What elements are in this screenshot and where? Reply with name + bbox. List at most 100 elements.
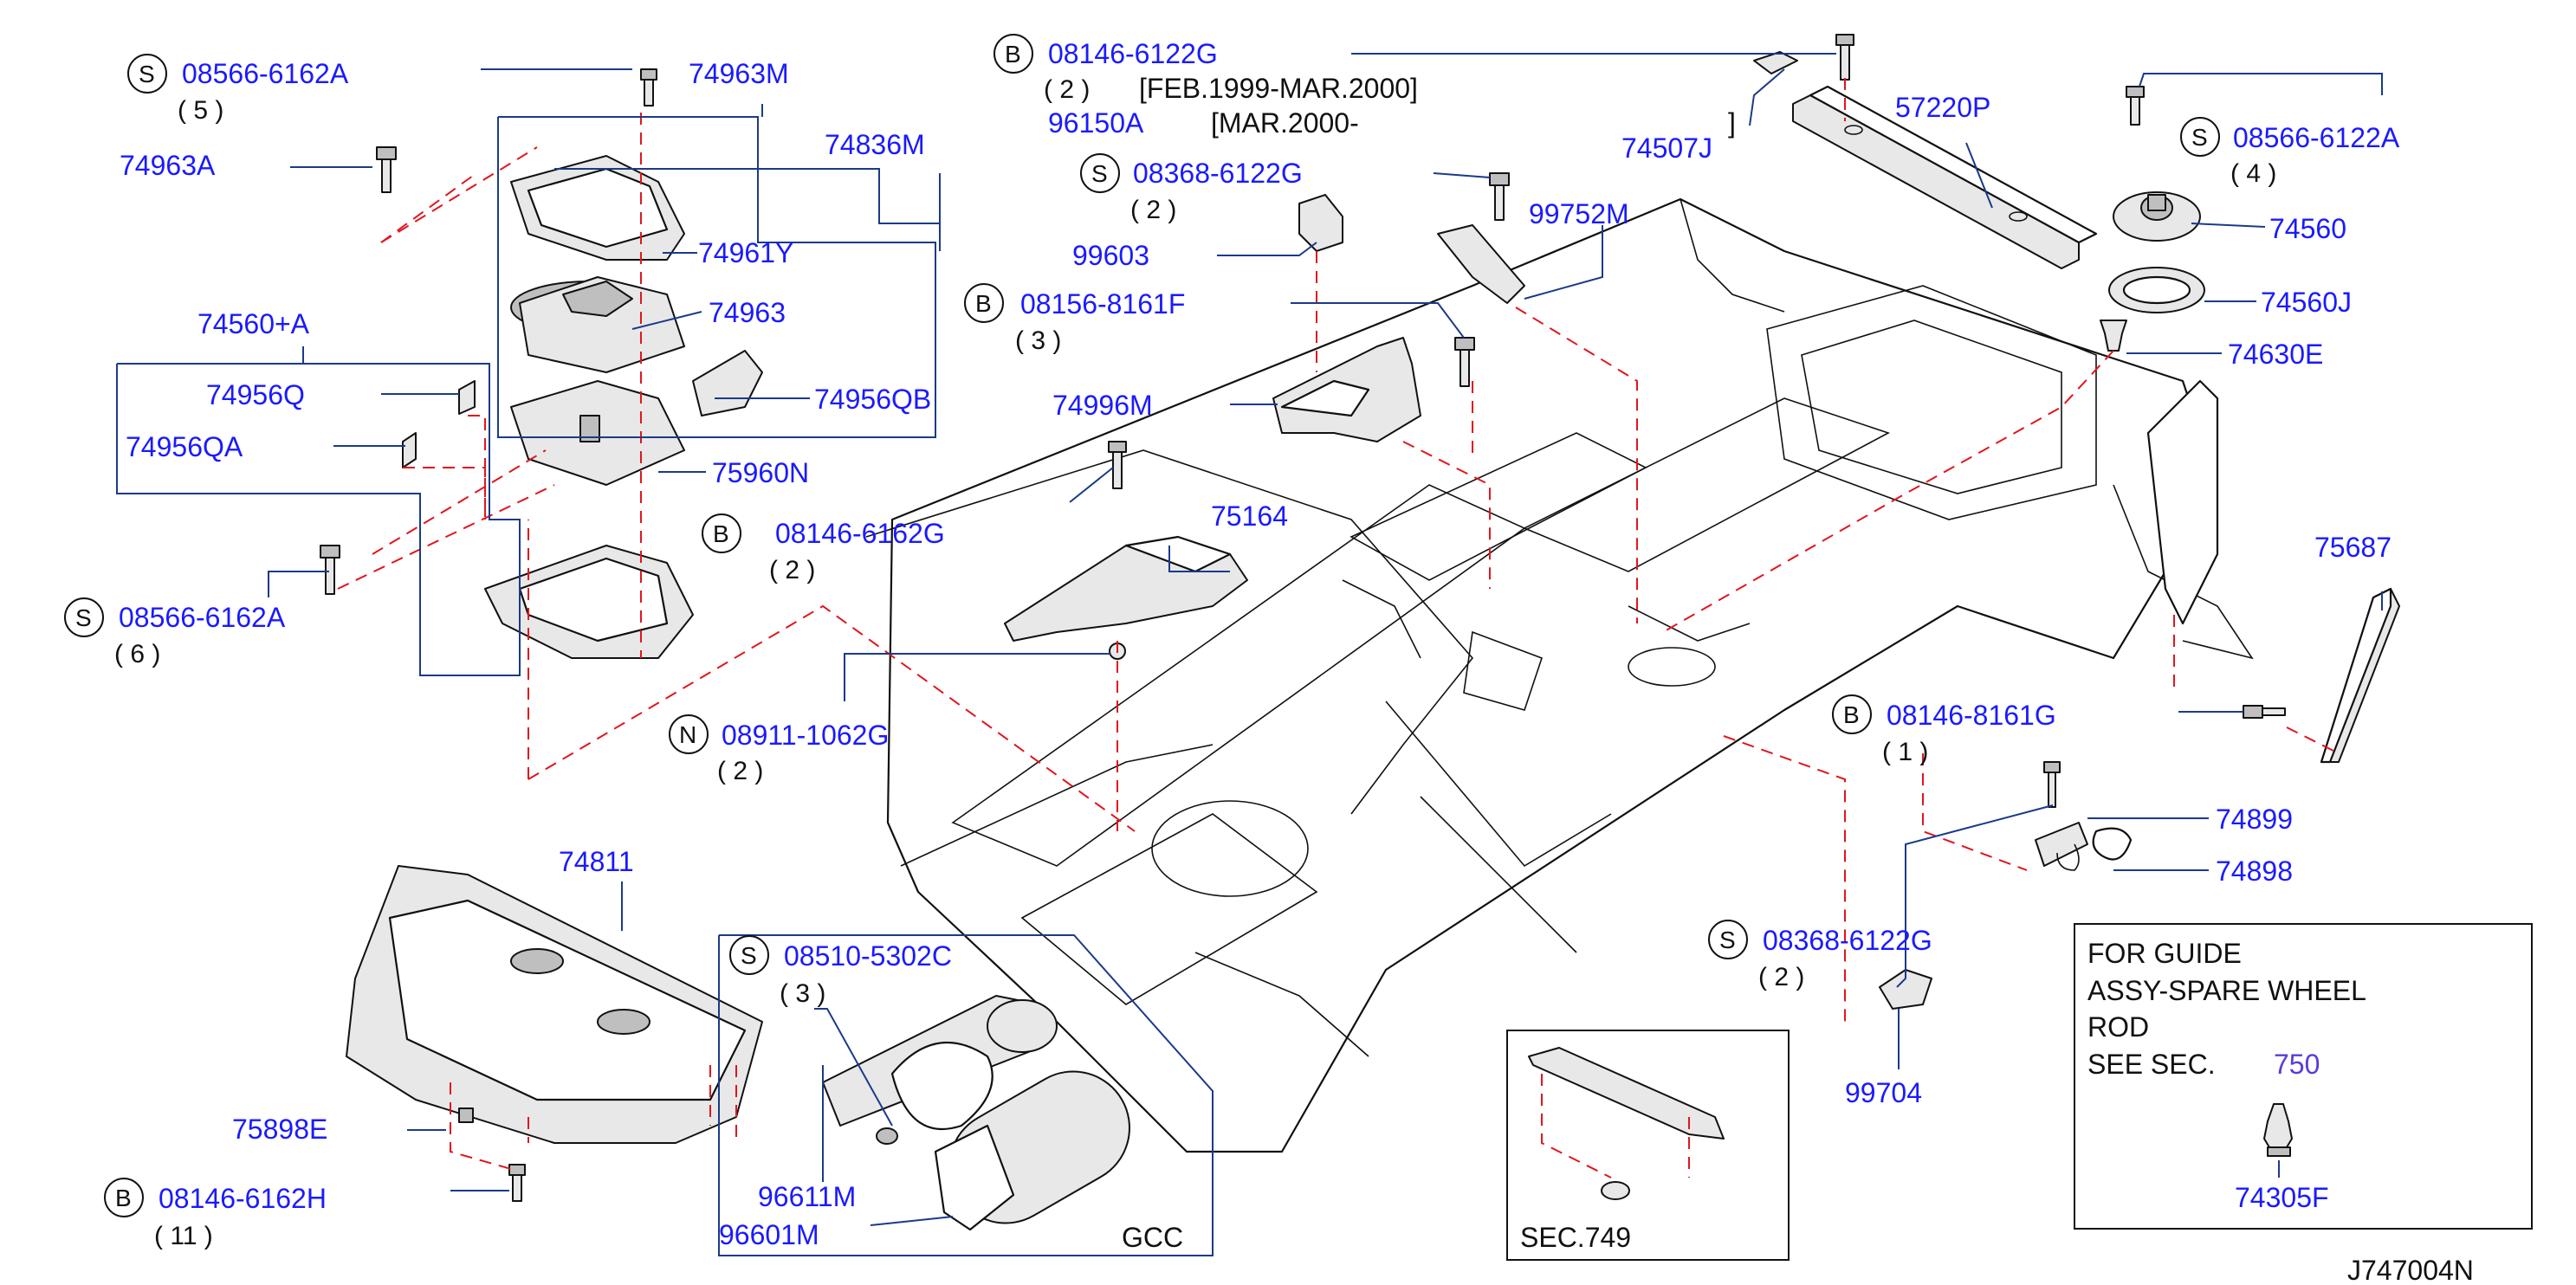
part-08911-1062g[interactable]: 08911-1062G — [722, 720, 889, 751]
part-08156-8161f[interactable]: 08156-8161F — [1020, 288, 1185, 320]
part-75687[interactable]: 75687 — [2314, 532, 2392, 563]
part-74630e-illustration — [2100, 320, 2127, 352]
part-08146-8161g[interactable]: 08146-8161G — [1887, 700, 2056, 731]
prefix-s-6: S — [741, 942, 757, 969]
part-74899-illustration — [2035, 822, 2088, 871]
prefix-b-1: B — [713, 520, 729, 547]
part-74956qb[interactable]: 74956QB — [814, 384, 931, 415]
prefix-b-4: B — [1843, 701, 1860, 728]
guide-box — [2074, 923, 2533, 1230]
prefix-s-2: S — [75, 604, 92, 631]
part-75960n[interactable]: 75960N — [712, 457, 809, 488]
prefix-n-1: N — [679, 721, 696, 748]
part-99704[interactable]: 99704 — [1845, 1077, 1922, 1108]
part-08368-6122g-top[interactable]: 08368-6122G — [1133, 158, 1303, 189]
sec-749-inset — [1506, 1030, 1790, 1261]
part-74811[interactable]: 74811 — [559, 846, 634, 877]
bolt-08566-6122a-illustration — [2126, 86, 2145, 126]
part-74898[interactable]: 74898 — [2216, 856, 2293, 887]
part-57220p[interactable]: 57220P — [1895, 92, 1990, 123]
part-99752m-illustration — [1437, 172, 1525, 304]
prefix-s-5: S — [1719, 927, 1736, 953]
prefix-circles — [64, 34, 2220, 1217]
part-74956qa[interactable]: 74956QA — [126, 431, 243, 462]
guide-line-4-prefix: SEE SEC. — [2087, 1049, 2216, 1080]
qty-08146-8161g: ( 1 ) — [1882, 738, 1928, 766]
part-74836m[interactable]: 74836M — [825, 129, 925, 160]
part-74963a[interactable]: 74963A — [120, 150, 216, 181]
qty-08146-6162g: ( 2 ) — [769, 556, 815, 584]
part-74961y[interactable]: 74961Y — [698, 237, 793, 268]
part-08146-6162g[interactable]: 08146-6162G — [775, 518, 945, 549]
part-96150a[interactable]: 96150A — [1048, 107, 1144, 139]
qty-08510-5302c: ( 3 ) — [780, 979, 825, 1008]
part-74811-illustration — [346, 865, 763, 1202]
part-08368-6122g-bot[interactable]: 08368-6122G — [1763, 925, 1932, 956]
part-08146-6122g[interactable]: 08146-6122G — [1048, 38, 1218, 69]
qty-08566-6162a-top: ( 5 ) — [178, 96, 223, 125]
part-74899[interactable]: 74899 — [2216, 804, 2293, 835]
guide-line-2: ASSY-SPARE WHEEL — [2087, 975, 2366, 1006]
prefix-s-1: S — [139, 61, 155, 87]
part-74963m[interactable]: 74963M — [689, 58, 789, 89]
gcc-inset — [718, 934, 1214, 1256]
part-74996m-illustration — [1272, 337, 1475, 442]
qty-08566-6162a-bot: ( 6 ) — [114, 640, 160, 668]
part-99752m[interactable]: 99752M — [1529, 198, 1629, 229]
part-08566-6162a-bot[interactable]: 08566-6162A — [119, 602, 286, 633]
part-74560-illustration — [2113, 191, 2201, 242]
part-74507j-illustration — [1753, 34, 1854, 81]
part-74305f[interactable]: 74305F — [2235, 1182, 2329, 1213]
part-99603[interactable]: 99603 — [1072, 240, 1149, 271]
part-57220p-illustration — [1792, 85, 2098, 269]
guide-line-1: FOR GUIDE — [2087, 938, 2242, 969]
part-74898-illustration — [2092, 827, 2133, 861]
part-74963[interactable]: 74963 — [709, 297, 786, 328]
note-mar2000: [MAR.2000- — [1211, 107, 1359, 139]
prefix-b-5: B — [115, 1185, 132, 1211]
dashed-guide-lines — [337, 78, 2340, 1178]
guide-sec-750-link[interactable]: 750 — [2274, 1049, 2320, 1080]
part-96611m[interactable]: 96611M — [758, 1181, 856, 1212]
qty-08911-1062g: ( 2 ) — [717, 757, 763, 785]
part-74963m-group-illustration — [320, 68, 763, 659]
guide-line-3: ROD — [2087, 1011, 2149, 1043]
callout-labels: S 08566-6162A ( 5 ) 74963M 74963A 74836M… — [75, 38, 2400, 1253]
part-08566-6162a-top[interactable]: 08566-6162A — [182, 58, 349, 89]
part-74630e[interactable]: 74630E — [2228, 339, 2323, 370]
qty-08368-6122g-bot: ( 2 ) — [1758, 963, 1804, 991]
part-74956q[interactable]: 74956Q — [206, 379, 305, 410]
part-75687-illustration — [2243, 587, 2400, 764]
gcc-label: GCC — [1122, 1222, 1183, 1253]
diagram-id: J747004N — [2347, 1255, 2474, 1285]
note-bracket-close: ] — [1728, 107, 1736, 139]
part-74560a[interactable]: 74560+A — [197, 308, 310, 339]
part-74560j-illustration — [2108, 267, 2205, 313]
part-74560j[interactable]: 74560J — [2261, 287, 2352, 318]
prefix-s-4: S — [2191, 124, 2208, 151]
leader-lines — [116, 53, 2383, 1226]
prefix-s-3: S — [1091, 160, 1108, 187]
note-feb1999-mar2000: [FEB.1999-MAR.2000] — [1139, 73, 1418, 104]
qty-08156-8161f: ( 3 ) — [1015, 326, 1061, 355]
part-74507j[interactable]: 74507J — [1621, 132, 1712, 164]
guide-box-text: FOR GUIDE ASSY-SPARE WHEEL ROD SEE SEC. … — [2087, 938, 2366, 1213]
part-99603-illustration — [1298, 194, 1343, 252]
qty-08146-6162h: ( 11 ) — [154, 1222, 213, 1250]
part-08146-6162h[interactable]: 08146-6162H — [159, 1183, 327, 1214]
prefix-b-3: B — [975, 290, 992, 317]
part-75164[interactable]: 75164 — [1211, 500, 1288, 532]
part-75164-illustration — [1004, 441, 1248, 660]
qty-08368-6122g-top: ( 2 ) — [1130, 196, 1176, 224]
floor-pan-illustration — [865, 197, 2254, 1153]
part-96601m[interactable]: 96601M — [719, 1219, 819, 1250]
part-08510-5302c[interactable]: 08510-5302C — [784, 940, 952, 972]
part-74560[interactable]: 74560 — [2269, 213, 2346, 244]
prefix-b-2: B — [1005, 41, 1021, 68]
part-75898e[interactable]: 75898E — [232, 1114, 327, 1145]
qty-08566-6122a: ( 4 ) — [2230, 159, 2276, 188]
part-74996m[interactable]: 74996M — [1052, 390, 1153, 421]
part-08566-6122a[interactable]: 08566-6122A — [2233, 122, 2400, 153]
qty-08146-6122g: ( 2 ) — [1044, 75, 1090, 104]
